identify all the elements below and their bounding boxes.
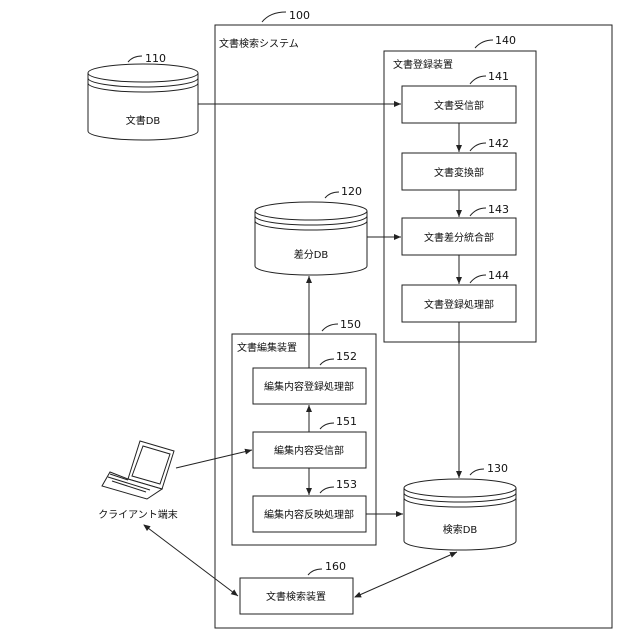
ref-153: 153 [336,478,357,491]
document-db-cylinder [88,64,198,140]
ref-160: 160 [325,560,346,573]
search-db-label: 検索DB [443,523,478,536]
ref-144: 144 [488,269,509,282]
arrow-client-to-151 [176,450,252,468]
ref-144-leader [470,275,486,283]
ref-150: 150 [340,318,361,331]
ref-153-leader [320,487,334,493]
ref-160-leader [308,569,322,575]
editing-device-label: 文書編集装置 [237,341,297,354]
ref-110: 110 [145,52,166,65]
ref-141: 141 [488,70,509,83]
document-diff-merger-label: 文書差分統合部 [424,231,494,244]
ref-141-leader [470,76,486,84]
ref-142: 142 [488,137,509,150]
ref-152: 152 [336,350,357,363]
edit-content-reflection-label: 編集内容反映処理部 [264,508,354,521]
registration-device-label: 文書登録装置 [393,58,453,71]
ref-110-leader [128,56,142,62]
ref-150-leader [322,324,338,331]
ref-143-leader [470,208,486,216]
diff-db-label: 差分DB [294,248,329,261]
diff-db-cylinder [255,202,367,275]
system-label: 文書検索システム [219,37,299,50]
search-db-cylinder [404,479,516,550]
document-receiver-label: 文書受信部 [434,99,484,112]
ref-152-leader [320,359,334,365]
ref-120-leader [325,192,339,198]
registration-leader [475,40,493,48]
edit-content-receiver-label: 編集内容受信部 [274,444,344,457]
client-terminal-label: クライアント端末 [98,508,178,521]
arrow-client-search-device [144,525,238,596]
registration-ref: 140 [495,34,516,47]
system-ref: 100 [289,9,310,22]
ref-142-leader [470,143,486,151]
laptop-icon [102,441,174,499]
document-registration-processor-label: 文書登録処理部 [424,298,494,311]
ref-151: 151 [336,415,357,428]
document-db-label: 文書DB [126,114,161,127]
document-converter-label: 文書変換部 [434,166,484,179]
document-search-device-label: 文書検索装置 [266,590,326,603]
ref-143: 143 [488,203,509,216]
ref-120: 120 [341,185,362,198]
ref-130-leader [470,469,484,475]
ref-151-leader [320,423,334,429]
edit-content-registration-label: 編集内容登録処理部 [264,380,354,393]
ref-130: 130 [487,462,508,475]
arrow-search-device-search-db [355,552,457,597]
system-leader [262,12,286,22]
